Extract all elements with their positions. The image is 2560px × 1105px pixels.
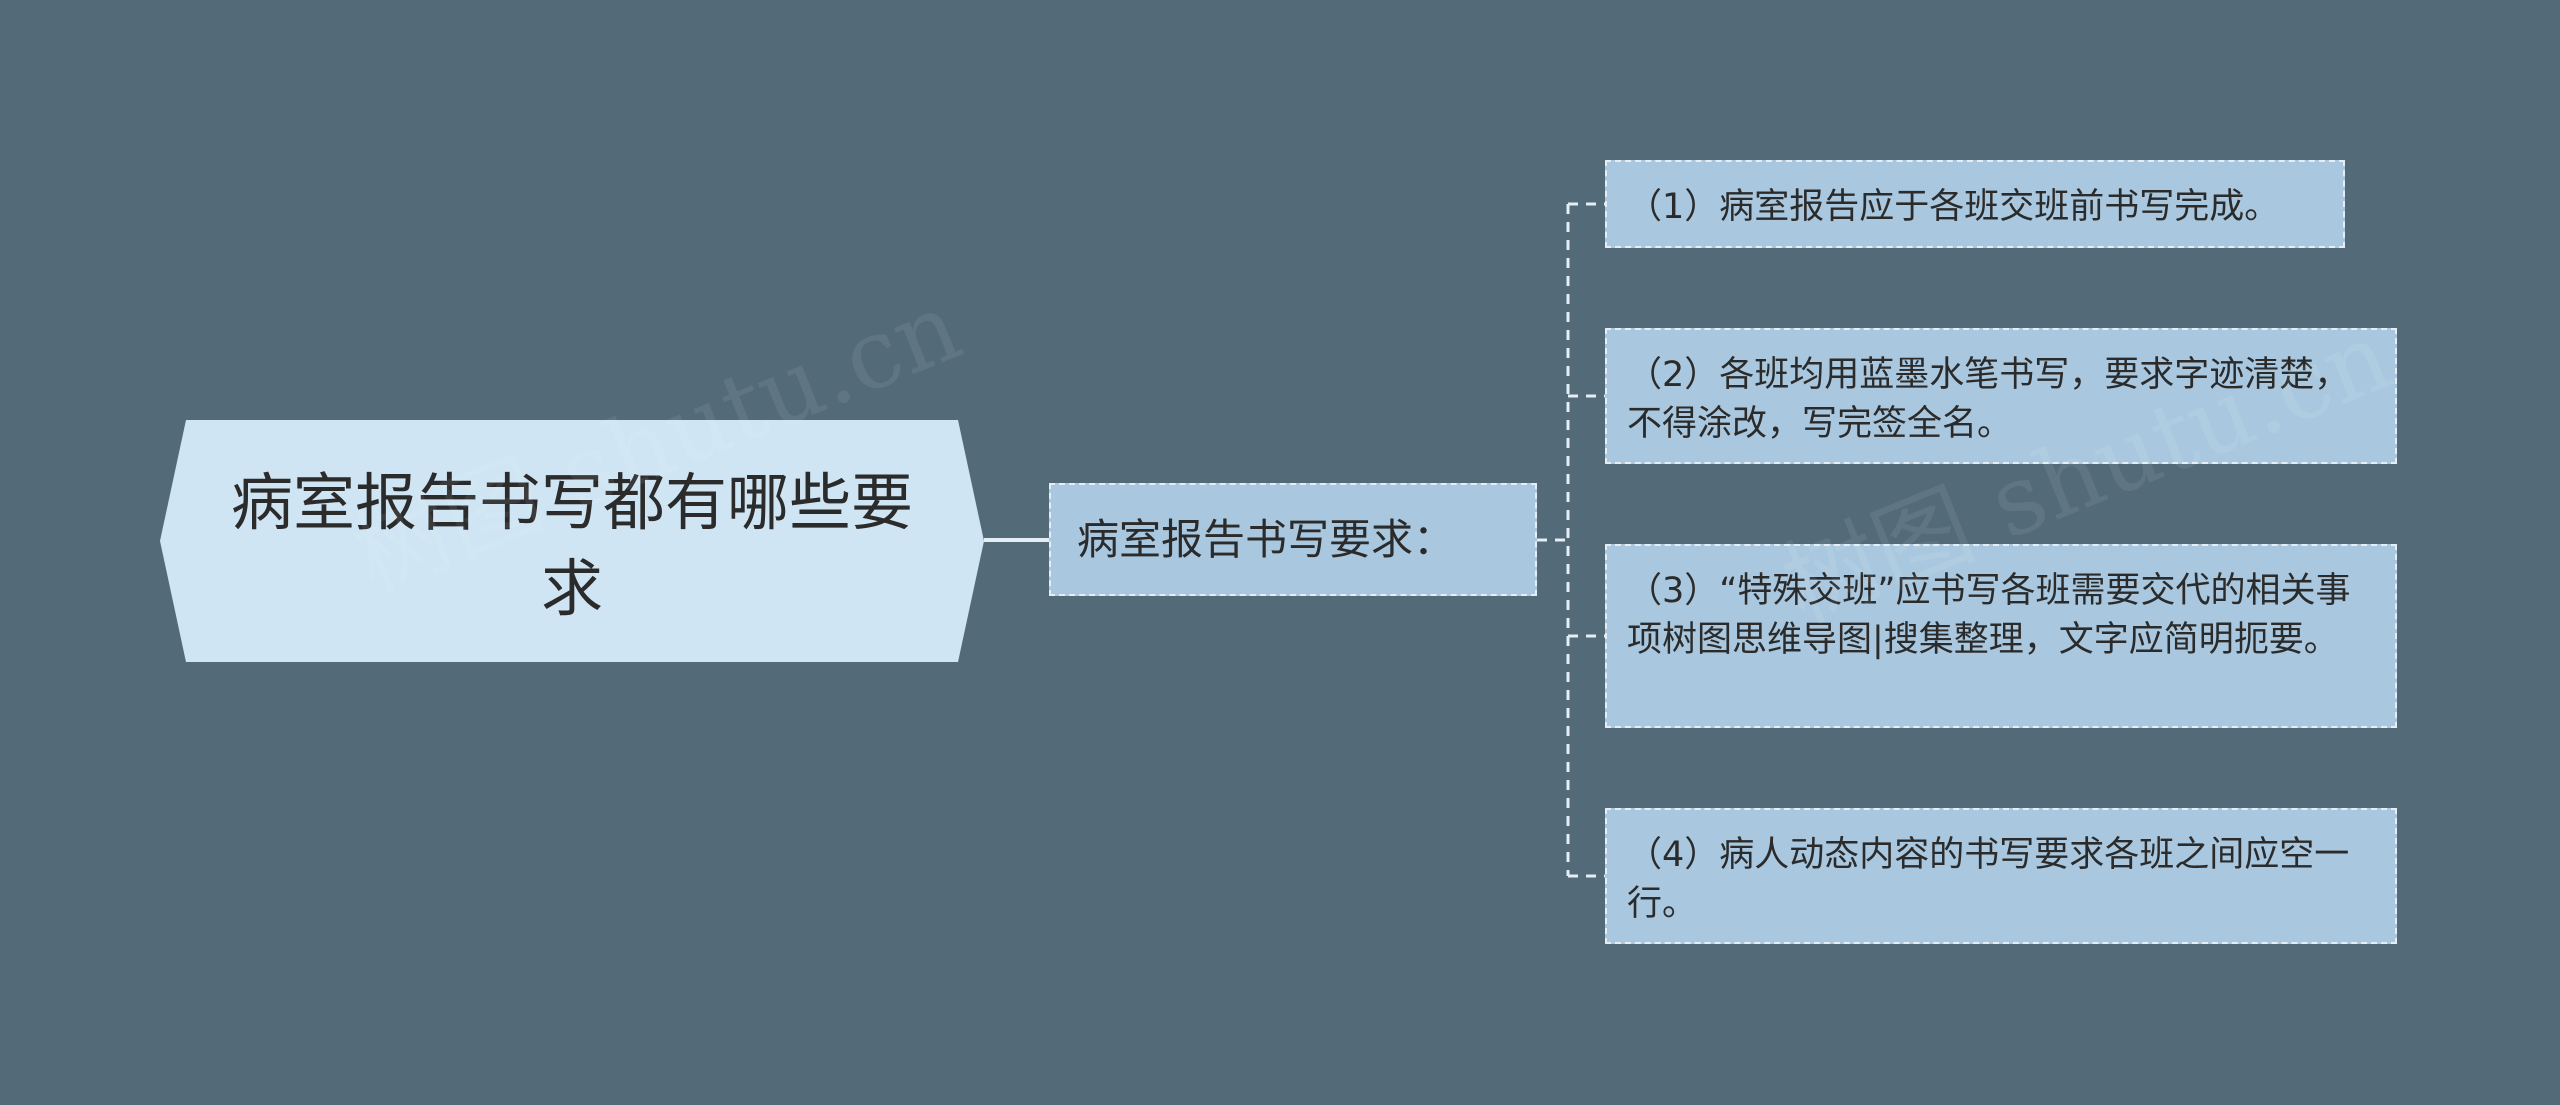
- leaf-node-1-label: （1）病室报告应于各班交班前书写完成。: [1627, 187, 2280, 227]
- leaf-node-3-label: （3）“特殊交班”应书写各班需要交代的相关事项树图思维导图|搜集整理，文字应简明…: [1627, 571, 2351, 660]
- branch-node[interactable]: 病室报告书写要求：: [1049, 483, 1537, 596]
- root-node[interactable]: 病室报告书写都有哪些要求: [160, 420, 984, 662]
- leaf-node-3[interactable]: （3）“特殊交班”应书写各班需要交代的相关事项树图思维导图|搜集整理，文字应简明…: [1605, 544, 2397, 728]
- leaf-node-2[interactable]: （2）各班均用蓝墨水笔书写，要求字迹清楚，不得涂改，写完签全名。: [1605, 328, 2397, 464]
- leaf-node-2-label: （2）各班均用蓝墨水笔书写，要求字迹清楚，不得涂改，写完签全名。: [1627, 355, 2350, 444]
- branch-node-label: 病室报告书写要求：: [1077, 515, 1456, 564]
- leaf-node-4[interactable]: （4）病人动态内容的书写要求各班之间应空一行。: [1605, 808, 2397, 944]
- root-node-label: 病室报告书写都有哪些要求: [230, 466, 913, 625]
- root-node-shape: [160, 420, 984, 662]
- leaf-node-4-label: （4）病人动态内容的书写要求各班之间应空一行。: [1627, 835, 2350, 924]
- leaf-node-1[interactable]: （1）病室报告应于各班交班前书写完成。: [1605, 160, 2345, 248]
